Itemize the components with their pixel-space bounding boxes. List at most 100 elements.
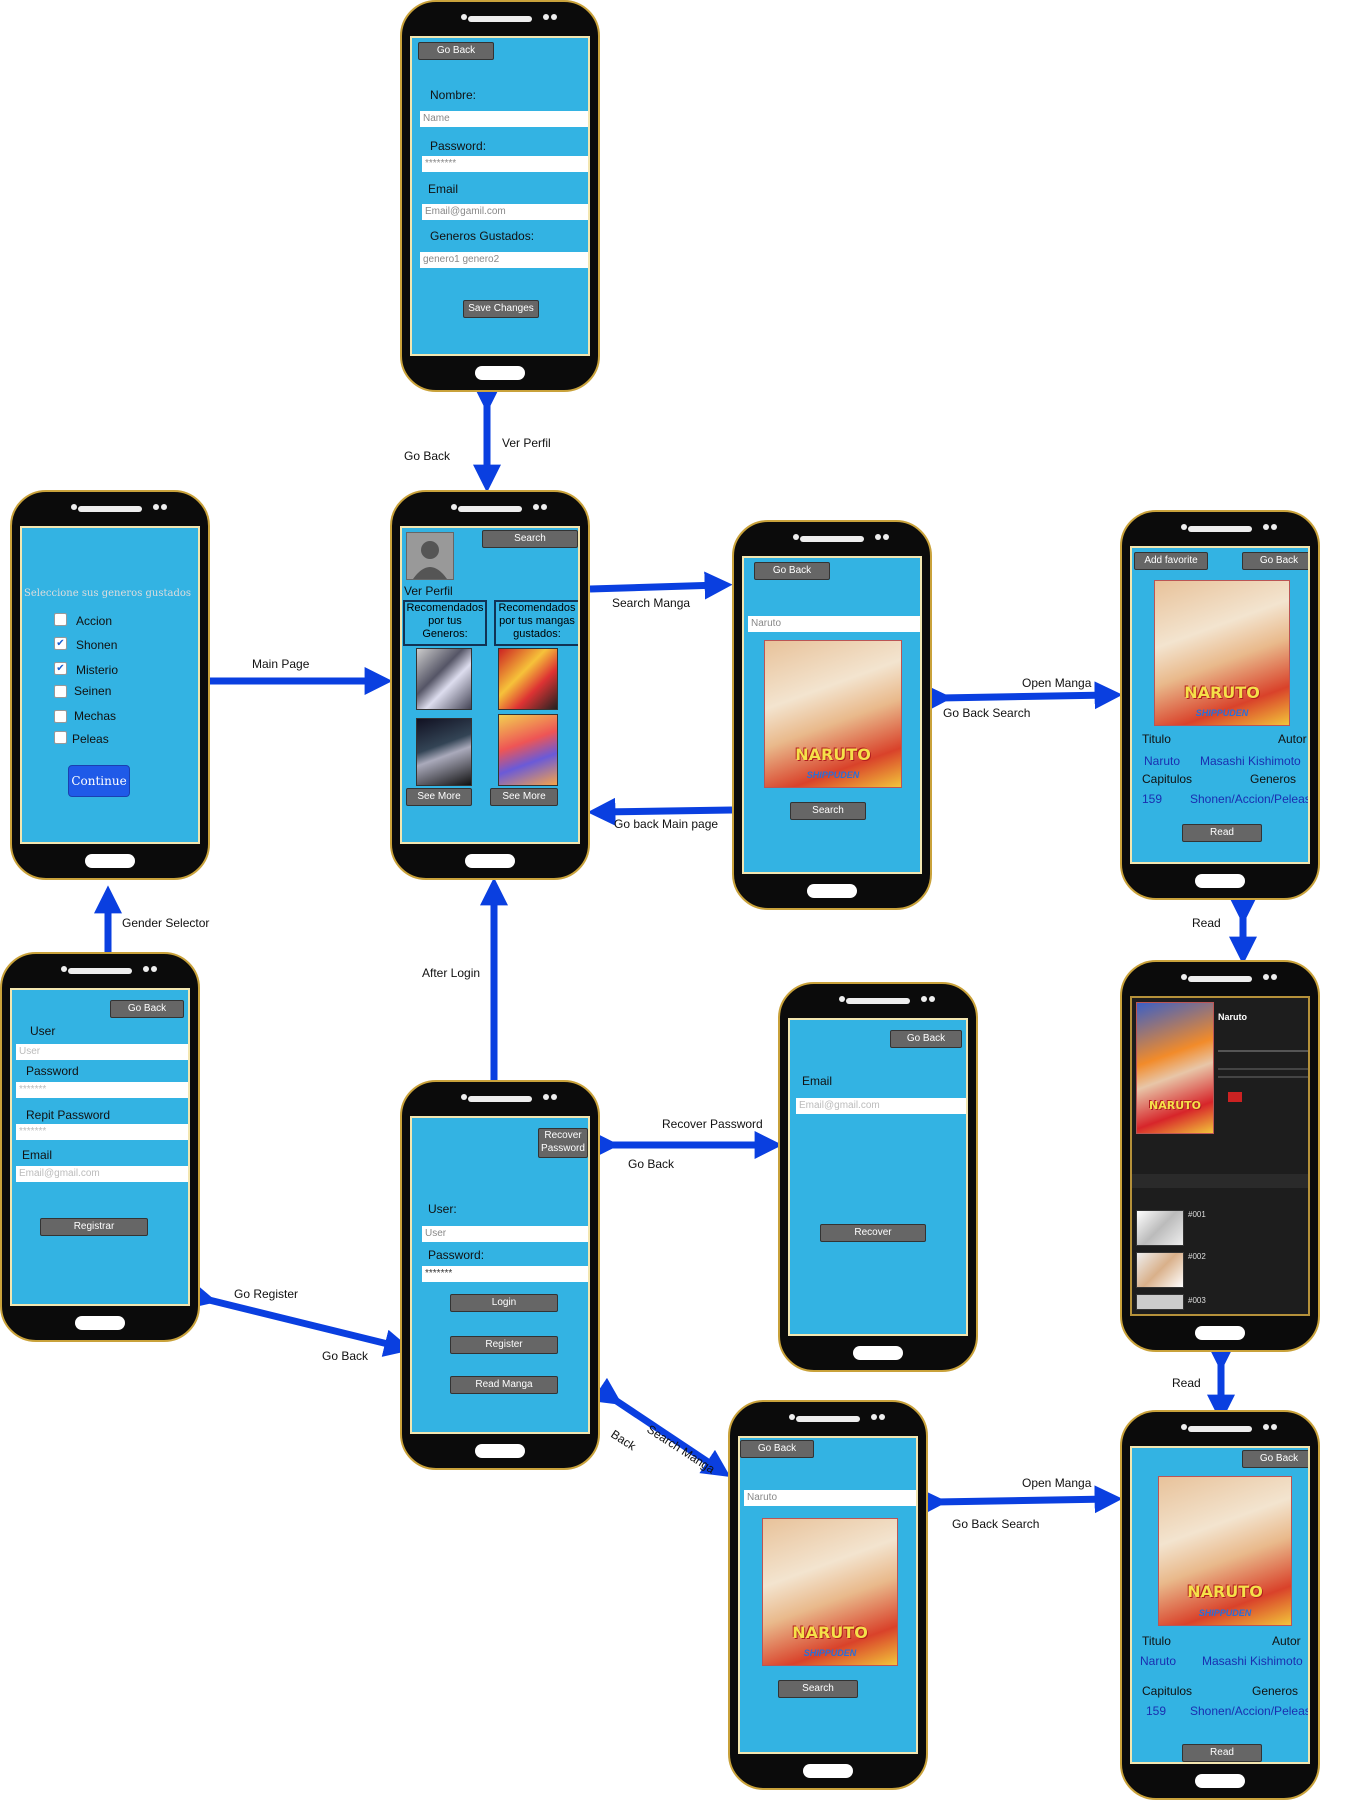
manga-thumb[interactable]	[416, 718, 472, 786]
continue-button[interactable]: Continue	[68, 765, 130, 797]
phone-sensor	[1270, 1424, 1277, 1430]
titulo-value: Naruto	[1140, 1654, 1177, 1668]
password-input[interactable]: *******	[422, 1266, 588, 1282]
checkbox-mechas[interactable]	[54, 710, 67, 723]
edge-label-search-manga: Search Manga	[612, 596, 691, 610]
see-more-button[interactable]: See More	[490, 788, 558, 806]
password-input[interactable]: ********	[422, 156, 588, 172]
home-button	[853, 1346, 903, 1360]
home-button	[475, 366, 525, 380]
chapter-number[interactable]: #001	[1188, 1210, 1206, 1219]
manga-thumb[interactable]	[416, 648, 472, 710]
chapter-thumb[interactable]	[1136, 1294, 1184, 1310]
user-input[interactable]: User	[422, 1226, 588, 1242]
password-input[interactable]: *******	[16, 1082, 188, 1098]
phone-sensor	[1270, 974, 1277, 980]
go-back-button[interactable]: Go Back	[1242, 552, 1308, 570]
phone-speaker	[1188, 976, 1252, 982]
read-manga-button[interactable]: Read Manga	[450, 1376, 558, 1394]
cover-title: NARUTO	[1184, 682, 1260, 702]
phone-speaker	[1188, 526, 1252, 532]
save-changes-button[interactable]: Save Changes	[463, 300, 539, 318]
arrow-search2-detail2	[919, 1485, 1123, 1517]
ver-perfil-link[interactable]: Ver Perfil	[404, 584, 453, 598]
search-button[interactable]: Search	[790, 802, 866, 820]
edge-label-go-back-top: Go Back	[404, 449, 451, 463]
recover-button[interactable]: Recover	[820, 1224, 926, 1242]
go-back-button[interactable]: Go Back	[890, 1030, 962, 1048]
screen-manga-detail: Add favorite Go Back NARUTO SHIPPUDEN Ti…	[1130, 546, 1310, 864]
edge-label-main-page: Main Page	[252, 657, 310, 671]
repit-password-input[interactable]: *******	[16, 1124, 188, 1140]
generos-label: Generos	[1252, 1684, 1299, 1698]
cover-title: NARUTO	[1187, 1582, 1263, 1602]
see-more-button[interactable]: See More	[406, 788, 472, 806]
edge-label-open-manga-1: Open Manga	[1022, 676, 1092, 690]
manga-cover: NARUTO SHIPPUDEN	[1154, 580, 1290, 726]
go-back-button[interactable]: Go Back	[754, 562, 830, 580]
arrow-search-main	[587, 797, 733, 826]
login-button[interactable]: Login	[450, 1294, 558, 1312]
read-button[interactable]: Read	[1182, 1744, 1262, 1762]
screen-search: Go Back Naruto NARUTO SHIPPUDEN Search	[742, 556, 922, 874]
home-button	[465, 854, 515, 868]
nombre-input[interactable]: Name	[420, 111, 588, 127]
search-input[interactable]: Naruto	[744, 1490, 916, 1506]
generos-label: Generos Gustados:	[430, 229, 535, 243]
chapter-thumb[interactable]	[1136, 1252, 1184, 1288]
user-label: User:	[428, 1202, 457, 1216]
user-input[interactable]: User	[16, 1044, 188, 1060]
go-back-button[interactable]: Go Back	[110, 1000, 184, 1018]
phone-sensor	[1263, 524, 1270, 530]
checkbox-accion[interactable]	[54, 613, 67, 626]
manga-thumb[interactable]	[498, 648, 558, 710]
manga-cover[interactable]: NARUTO SHIPPUDEN	[764, 640, 902, 788]
recover-password-button[interactable]: Recover Password	[538, 1128, 588, 1158]
search-button[interactable]: Search	[482, 530, 578, 548]
checkbox-misterio[interactable]: ✔	[54, 662, 67, 675]
phone-camera	[1180, 1424, 1187, 1430]
phone-speaker	[468, 16, 532, 22]
phone-sensor	[550, 1094, 557, 1100]
chapter-number[interactable]: #002	[1188, 1252, 1206, 1261]
home-button	[1195, 874, 1245, 888]
phone-camera	[460, 1094, 467, 1100]
go-back-button[interactable]: Go Back	[418, 42, 494, 60]
go-back-button[interactable]: Go Back	[740, 1440, 814, 1458]
phone-sensor	[150, 966, 157, 972]
phone-sensor	[540, 504, 547, 510]
screen-register: Go Back User User Password ******* Repit…	[10, 988, 190, 1306]
screen-profile: Go Back Nombre: Name Password: ******** …	[410, 36, 590, 356]
edge-label-go-back-recover: Go Back	[628, 1157, 675, 1171]
search-button[interactable]: Search	[778, 1680, 858, 1698]
generos-value: Shonen/Accion/Peleas	[1190, 792, 1310, 806]
manga-cover[interactable]: NARUTO SHIPPUDEN	[762, 1518, 898, 1666]
phone-sensor	[153, 504, 160, 510]
manga-thumb[interactable]	[498, 714, 558, 786]
arrow-main-search	[589, 571, 733, 600]
email-input[interactable]: Email@gmail.com	[16, 1166, 188, 1182]
edge-label-go-back-search-1: Go Back Search	[943, 706, 1031, 720]
chapter-number[interactable]: #003	[1188, 1296, 1206, 1305]
arrow-login-register	[186, 1281, 413, 1357]
go-back-button[interactable]: Go Back	[1242, 1450, 1308, 1468]
email-input[interactable]: Email@gmail.com	[796, 1098, 966, 1114]
capitulos-value: 159	[1142, 792, 1163, 806]
email-input[interactable]: Email@gamil.com	[422, 204, 588, 220]
add-favorite-button[interactable]: Add favorite	[1134, 552, 1208, 570]
read-button[interactable]: Read	[1182, 824, 1262, 842]
checkbox-peleas[interactable]	[54, 731, 67, 744]
avatar[interactable]	[406, 532, 454, 580]
search-input[interactable]: Naruto	[748, 616, 920, 632]
reader-badge	[1228, 1092, 1242, 1102]
chapter-thumb[interactable]	[1136, 1210, 1184, 1246]
register-button[interactable]: Register	[450, 1336, 558, 1354]
home-button	[475, 1444, 525, 1458]
phone-search: Go Back Naruto NARUTO SHIPPUDEN Search	[732, 520, 932, 910]
checkbox-seinen[interactable]	[54, 685, 67, 698]
autor-value: Masashi Kishimoto	[1202, 1654, 1303, 1668]
generos-input[interactable]: genero1 genero2	[420, 252, 588, 268]
registrar-button[interactable]: Registrar	[40, 1218, 148, 1236]
checkbox-shonen[interactable]: ✔	[54, 637, 67, 650]
